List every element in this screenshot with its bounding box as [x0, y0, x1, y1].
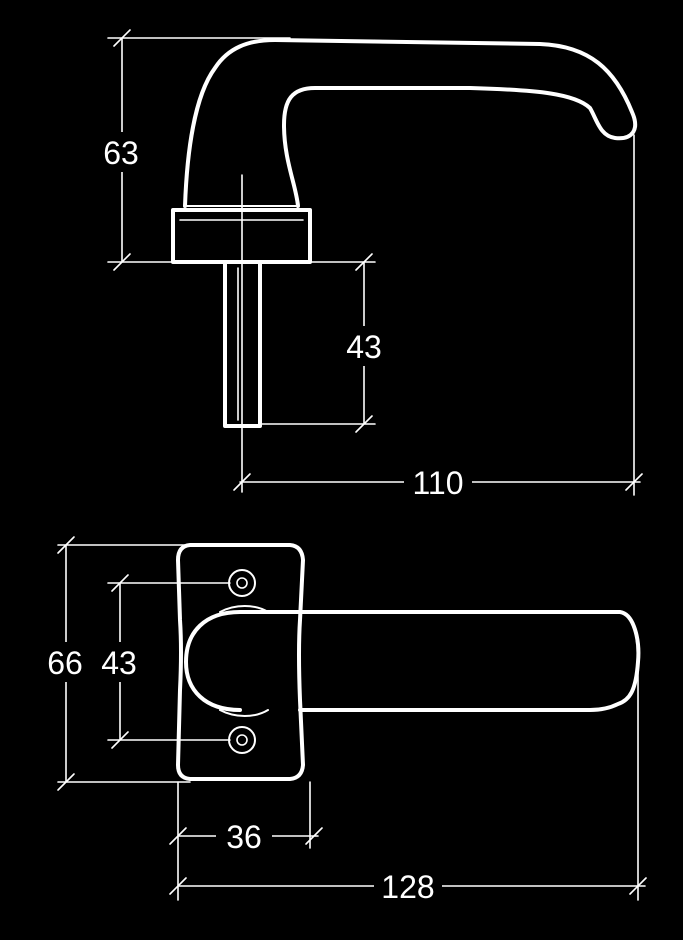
dim-128-tick-right	[629, 877, 647, 895]
top-lever-outline	[184, 610, 641, 712]
dim-36-label: 36	[226, 819, 262, 855]
dim-43-spindle-tick-top	[355, 253, 373, 271]
top-screw-hole-lower	[228, 726, 256, 754]
top-screw-hole-upper	[228, 569, 256, 597]
dim-36-label-bg	[216, 816, 272, 856]
dim-63-label-bg	[98, 132, 146, 172]
top-lever-neck	[219, 605, 269, 717]
top-view: 66 43 36 128	[42, 536, 647, 906]
dim-43-spindle-label-bg	[340, 326, 388, 366]
side-view: 63 43 110	[98, 29, 643, 502]
top-rose-plate	[176, 543, 305, 781]
dim-43-holes-label: 43	[101, 645, 137, 681]
dim-43-holes-label-bg	[96, 642, 142, 682]
dim-66-tick-top	[57, 536, 75, 554]
dim-66-label: 66	[47, 645, 83, 681]
side-lever-outline	[183, 38, 638, 208]
dim-66-tick-bottom	[57, 773, 75, 791]
dim-128-tick-left	[169, 877, 187, 895]
dim-110-tick-left	[233, 473, 251, 491]
dim-36-tick-right	[305, 827, 323, 845]
dim-43-spindle-tick-bottom	[355, 415, 373, 433]
dim-110-label: 110	[412, 465, 463, 501]
dim-110-label-bg	[404, 462, 472, 502]
dim-128-label: 128	[381, 869, 434, 905]
dim-66-label-bg	[42, 642, 88, 682]
dim-110-tick-right	[625, 473, 643, 491]
dim-63-tick-bottom	[113, 253, 131, 271]
dim-43-holes-tick-top	[111, 574, 129, 592]
dim-43-holes-tick-bottom	[111, 731, 129, 749]
dim-128-label-bg	[374, 866, 442, 906]
dim-63-label: 63	[103, 135, 139, 171]
dim-36-tick-left	[169, 827, 187, 845]
dim-43-spindle-label: 43	[346, 329, 382, 365]
dim-63-tick-top	[113, 29, 131, 47]
